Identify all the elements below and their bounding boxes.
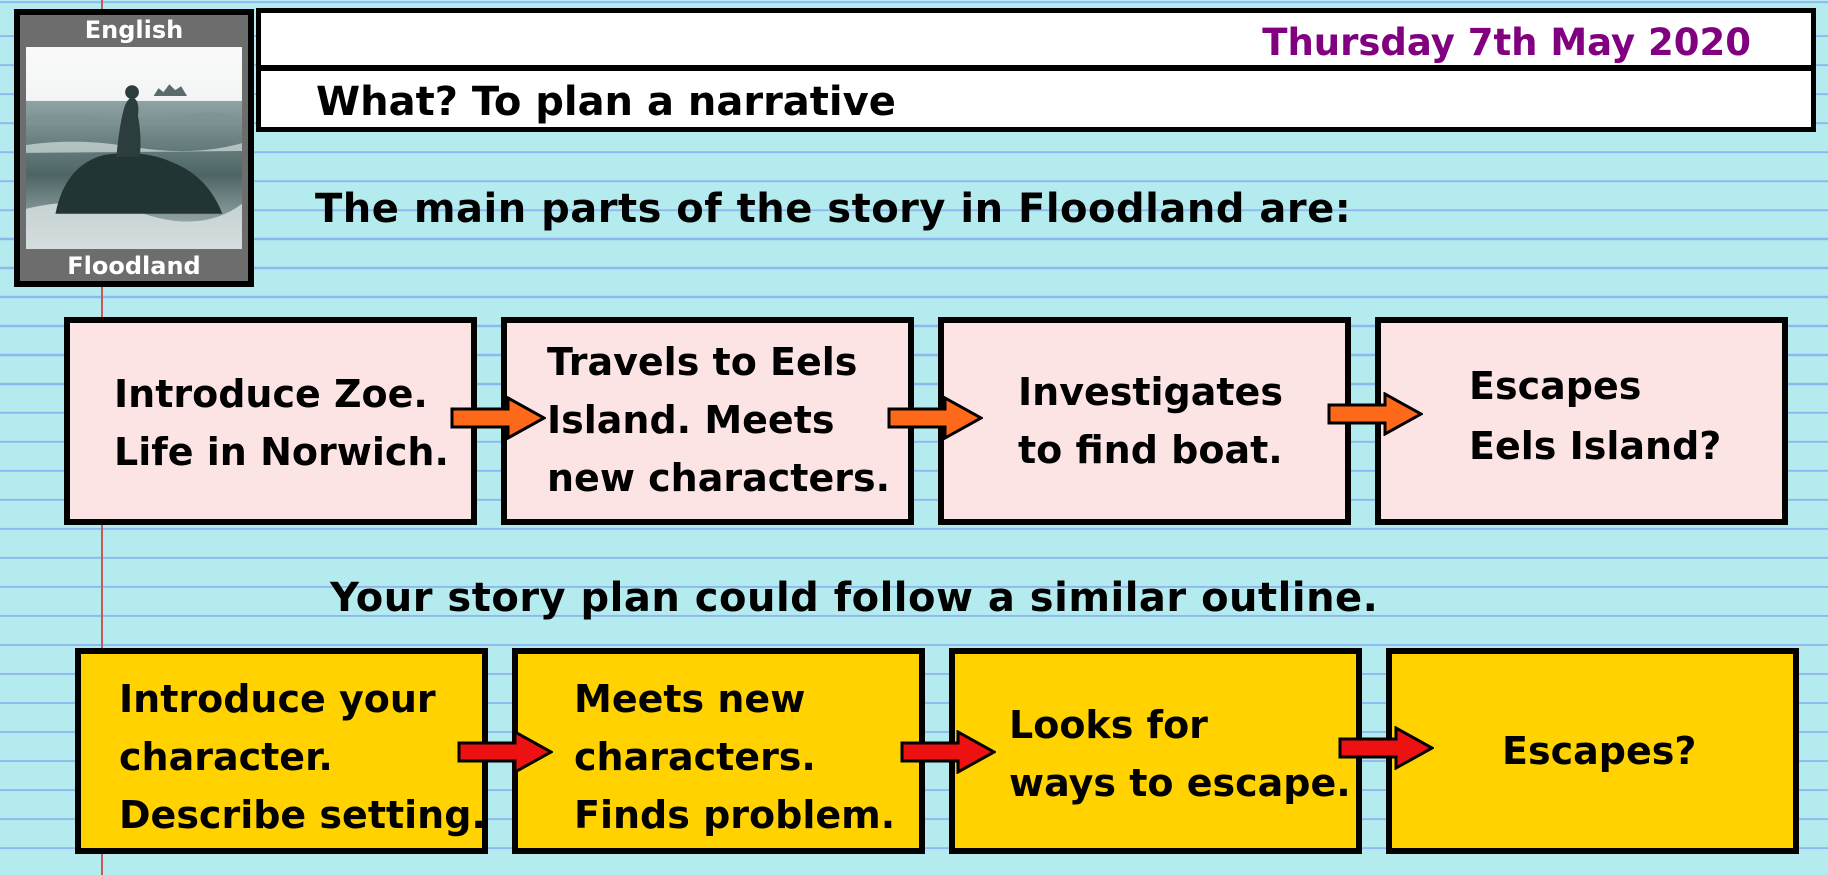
story-box-2: Travels to Eels Island. Meets new charac… — [501, 317, 914, 525]
story-box-3: Investigates to find boat. — [938, 317, 1351, 525]
plan-box-1-line-3: Describe setting. — [119, 793, 486, 837]
plan-box-2-line-2: characters. — [574, 735, 816, 779]
outline-heading: Your story plan could follow a similar o… — [330, 575, 1379, 621]
story-box-2-line-2: Island. Meets — [547, 398, 835, 442]
plan-box-4: Escapes? — [1386, 648, 1799, 854]
floodland-cover-image — [26, 47, 242, 249]
story-arrow-right-icon-3 — [1327, 392, 1423, 436]
story-box-3-line-2: to find boat. — [1018, 428, 1283, 472]
logo-frame: English — [20, 15, 248, 281]
story-box-4-line-1: Escapes — [1469, 364, 1642, 408]
date-bar: Thursday 7th May 2020 — [256, 8, 1816, 70]
plan-arrow-right-icon-2 — [900, 730, 996, 774]
story-box-1-line-2: Life in Norwich. — [114, 430, 449, 474]
plan-arrow-right-icon-3 — [1338, 726, 1434, 770]
plan-box-1-line-2: character. — [119, 735, 333, 779]
plan-box-1: Introduce your character. Describe setti… — [75, 648, 488, 854]
plan-box-2-line-1: Meets new — [574, 677, 806, 721]
learning-objective-bar: What? To plan a narrative — [256, 66, 1816, 132]
learning-objective-text: What? To plan a narrative — [316, 79, 896, 125]
logo-top-label: English — [84, 16, 184, 44]
plan-box-3-line-2: ways to escape. — [1009, 761, 1351, 805]
floodland-logo: English — [14, 9, 254, 287]
story-arrow-right-icon-1 — [450, 396, 546, 440]
plan-box-4-line-1: Escapes? — [1502, 729, 1697, 773]
plan-box-1-line-1: Introduce your — [119, 677, 436, 721]
story-box-4: Escapes Eels Island? — [1375, 317, 1788, 525]
plan-box-3: Looks for ways to escape. — [949, 648, 1362, 854]
story-arrow-right-icon-2 — [887, 396, 983, 440]
story-box-2-line-1: Travels to Eels — [547, 340, 858, 384]
date-text: Thursday 7th May 2020 — [1262, 21, 1751, 64]
story-box-2-line-3: new characters. — [547, 456, 891, 500]
plan-box-2-line-3: Finds problem. — [574, 793, 896, 837]
logo-bottom-label: Floodland — [67, 252, 201, 280]
story-parts-heading: The main parts of the story in Floodland… — [315, 186, 1352, 232]
story-box-3-line-1: Investigates — [1018, 370, 1283, 414]
plan-box-2: Meets new characters. Finds problem. — [512, 648, 925, 854]
story-box-1: Introduce Zoe. Life in Norwich. — [64, 317, 477, 525]
story-box-1-line-1: Introduce Zoe. — [114, 372, 428, 416]
plan-box-3-line-1: Looks for — [1009, 703, 1208, 747]
story-box-4-line-2: Eels Island? — [1469, 424, 1722, 468]
plan-arrow-right-icon-1 — [457, 730, 553, 774]
